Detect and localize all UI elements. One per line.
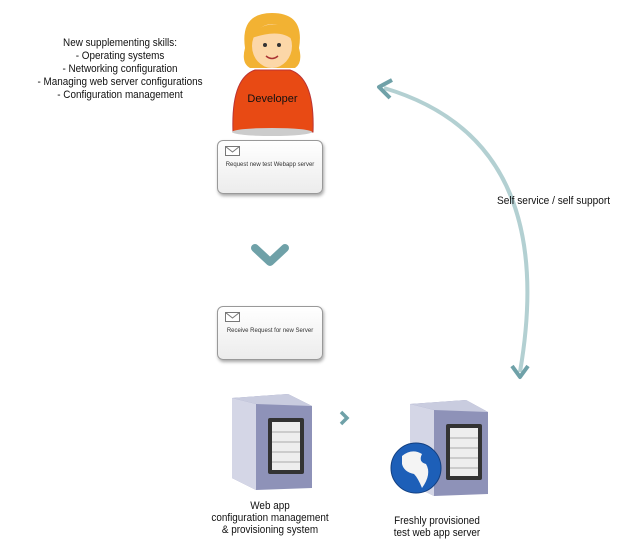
skills-list: New supplementing skills: - Operating sy… — [30, 37, 210, 102]
envelope-icon — [225, 312, 240, 322]
web-server-icon — [390, 400, 488, 496]
fresh-server-label: Freshly provisioned test web app server — [365, 515, 509, 539]
skill-item: - Managing web server configurations — [37, 76, 203, 88]
request-text: Request new test Webapp server — [225, 162, 315, 168]
config-system-label: Web app configuration management & provi… — [189, 500, 351, 536]
label-line: & provisioning system — [221, 524, 319, 536]
label-line: Freshly provisioned — [394, 515, 480, 527]
developer-label: Developer — [247, 93, 298, 105]
skill-item: - Configuration management — [57, 89, 183, 101]
label-line: Web app — [250, 500, 290, 512]
label-line: configuration management — [211, 512, 329, 524]
server-icon — [232, 394, 312, 490]
receive-text: Receive Request for new Server — [226, 328, 314, 334]
skill-item: - Operating systems — [75, 50, 165, 62]
chevron-down-icon — [251, 244, 289, 266]
label-line: test web app server — [393, 527, 481, 539]
globe-icon — [390, 442, 442, 494]
envelope-icon — [225, 146, 240, 156]
request-message-card: Request new test Webapp server — [217, 140, 323, 194]
skill-item: - Networking configuration — [62, 63, 178, 75]
skills-title: New supplementing skills: — [63, 37, 177, 49]
chevron-right-icon — [339, 410, 350, 426]
developer-icon — [232, 13, 314, 136]
self-service-label: Self service / self support — [497, 195, 611, 207]
receive-message-card: Receive Request for new Server — [217, 306, 323, 360]
